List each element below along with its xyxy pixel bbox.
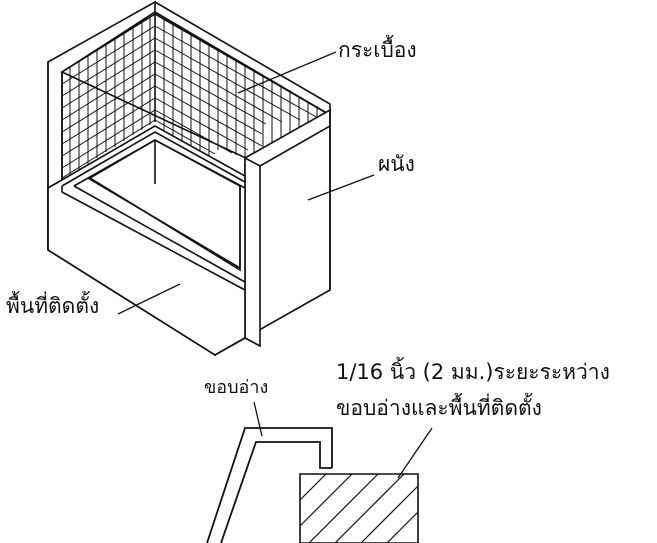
leader-lines-upper xyxy=(118,52,374,314)
label-gap-line2: ขอบอ่างและพื้นที่ติดตั้ง xyxy=(336,396,542,420)
leader-tile xyxy=(238,52,336,93)
label-gap-line1: 1/16 นิ้ว (2 มม.)ระยะระหว่าง xyxy=(336,360,610,384)
bathtub-body xyxy=(48,126,245,356)
installation-block xyxy=(300,474,418,543)
leader-wall xyxy=(308,175,374,200)
label-wall: ผนัง xyxy=(378,152,415,176)
alcove-outline xyxy=(48,2,330,248)
leader-floor xyxy=(118,284,180,314)
label-floor: พื้นที่ติดตั้ง xyxy=(6,294,100,318)
rim-detail xyxy=(207,428,332,543)
tile-grid-left xyxy=(62,17,155,178)
tile-grid-back xyxy=(155,17,318,158)
leader-rim xyxy=(254,402,262,436)
label-rim: ขอบอ่าง xyxy=(204,377,269,398)
side-wall xyxy=(245,110,330,346)
label-tile: กระเบื้อง xyxy=(338,38,417,62)
leader-gap xyxy=(398,428,432,478)
leader-lines-lower xyxy=(254,402,432,478)
